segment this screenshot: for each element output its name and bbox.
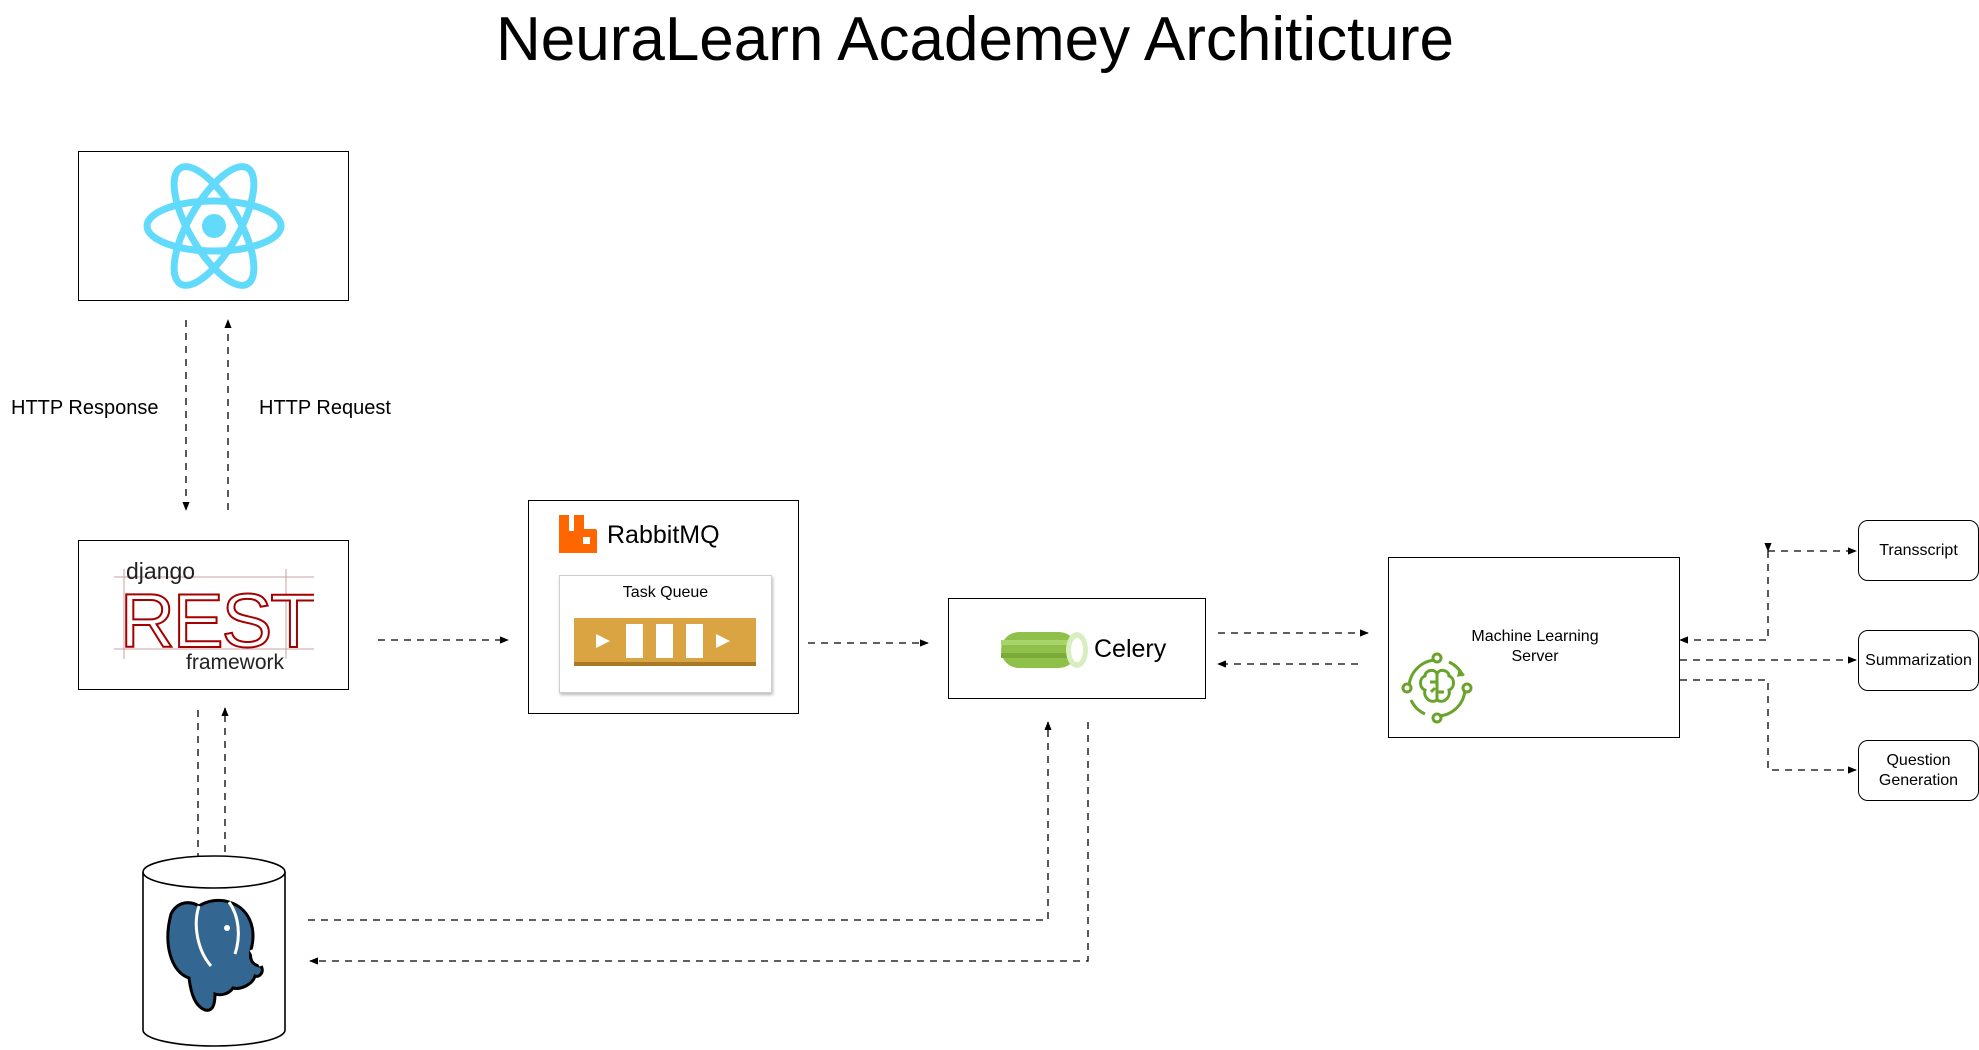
arrow-ml-transcript xyxy=(1679,542,1772,644)
service-question-line1: Question xyxy=(1886,751,1951,769)
service-summarization-text: Summarization xyxy=(1865,651,1972,671)
service-transcript-line1: Transscript xyxy=(1879,541,1958,559)
label-http-response: HTTP Response xyxy=(11,397,159,419)
service-summarization-line1: Summarization xyxy=(1865,651,1972,669)
database-cylinder xyxy=(142,855,286,1047)
arrow-celery-to-db xyxy=(309,722,1089,965)
service-question-text: Question Generation xyxy=(1879,751,1958,791)
django-rest-framework-logo: django REST framework xyxy=(114,558,314,674)
arrow-ml-question xyxy=(1671,676,1857,774)
ml-server-name-line2: Server xyxy=(1511,648,1559,665)
django-word: django xyxy=(126,558,195,584)
ml-server-box: Machine Learning Server xyxy=(1388,557,1680,738)
framework-word: framework xyxy=(186,651,285,674)
task-queue-panel: Task Queue xyxy=(559,575,772,693)
service-question-box: Question Generation xyxy=(1858,740,1979,801)
celery-logo xyxy=(1001,632,1088,668)
queue-icon xyxy=(574,618,756,666)
ml-server-name-line1: Machine Learning xyxy=(1471,628,1599,645)
rabbitmq-logo xyxy=(559,515,597,553)
backend-django-box: django REST framework xyxy=(78,540,349,690)
ai-brain-cycle-icon xyxy=(1401,652,1473,724)
celery-name: Celery xyxy=(1094,635,1167,663)
frontend-react-box xyxy=(78,151,349,301)
page-title: NeuraLearn Academey Architicture xyxy=(495,5,1455,74)
celery-box: Celery xyxy=(948,598,1206,699)
react-atom-icon xyxy=(143,163,285,289)
rabbitmq-box: RabbitMQ Task Queue xyxy=(528,500,799,714)
task-queue-label: Task Queue xyxy=(622,584,709,601)
arrow-db-to-celery xyxy=(308,721,1052,921)
postgresql-elephant-icon xyxy=(166,898,264,1012)
rabbitmq-name: RabbitMQ xyxy=(607,521,720,549)
label-http-request: HTTP Request xyxy=(259,397,391,419)
service-transcript-text: Transscript xyxy=(1879,541,1958,561)
rest-word: REST xyxy=(120,579,314,664)
service-transcript-box: Transscript xyxy=(1858,520,1979,581)
service-question-line2: Generation xyxy=(1878,771,1959,789)
service-summarization-box: Summarization xyxy=(1858,630,1979,691)
